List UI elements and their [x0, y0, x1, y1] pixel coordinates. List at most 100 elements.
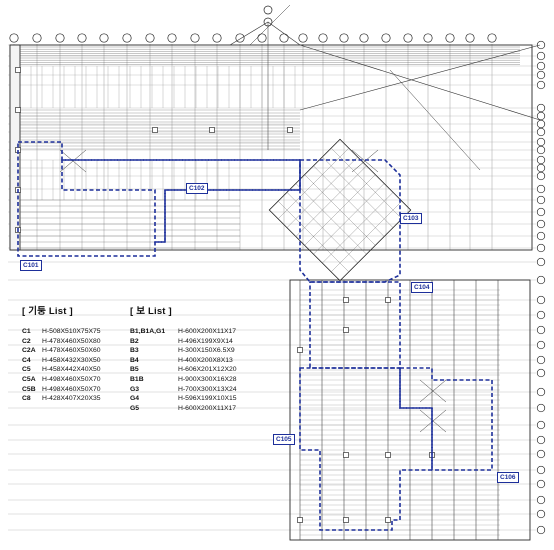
rotated-joist — [295, 183, 367, 255]
grid-bubble — [536, 340, 546, 350]
column-list-code: C5A — [22, 375, 36, 383]
column-list-code: C8 — [22, 395, 31, 403]
grid-bubble — [298, 33, 308, 43]
beam-list-spec: H-496X199X9X14 — [178, 337, 233, 345]
grid-bubble — [536, 465, 546, 475]
grid-bubble — [536, 325, 546, 335]
beam-list-code: G3 — [130, 385, 140, 393]
cross-brace — [419, 379, 447, 403]
grid-bubbles — [9, 5, 546, 535]
column-list-code: C2A — [22, 347, 36, 355]
grid-bubble — [536, 127, 546, 137]
cross-brace — [351, 149, 379, 173]
grid-bubble — [403, 33, 413, 43]
grid-bubble — [536, 163, 546, 173]
column-marker — [209, 127, 215, 133]
beam-list-code: B4 — [130, 356, 139, 364]
zone-boundary-c103 — [299, 159, 401, 283]
column-list-code: C4 — [22, 356, 31, 364]
zone-boundary-c101 — [17, 141, 301, 257]
grid-bubble — [536, 219, 546, 229]
grid-bubble — [536, 243, 546, 253]
grid-bubble — [536, 310, 546, 320]
beam-list-spec: H-606X201X12X20 — [178, 366, 237, 374]
zone-boundaries — [17, 141, 493, 531]
grid-bubble — [536, 509, 546, 519]
column-list-row: C5A H-498X460X50X70 — [22, 375, 101, 385]
grid-bubble — [445, 33, 455, 43]
column-marker — [287, 127, 293, 133]
grid-bubble — [536, 368, 546, 378]
column-marker — [343, 517, 349, 523]
grid-bubble — [536, 495, 546, 505]
column-list-code: C5B — [22, 385, 36, 393]
beam-list-code: B2 — [130, 337, 139, 345]
grid-bubble — [145, 33, 155, 43]
column-list-spec: H-498X460X50X70 — [42, 375, 101, 383]
grid-bubble — [536, 137, 546, 147]
grid-bubble — [318, 33, 328, 43]
column-list-spec: H-498X460X50X70 — [42, 385, 101, 393]
grid-bubble — [257, 33, 267, 43]
column-list-spec: H-508X510X75X75 — [42, 328, 101, 335]
grid-bubble — [536, 355, 546, 365]
zone-label-c103: C103 — [400, 213, 422, 224]
grid-bubble — [263, 5, 273, 15]
column-marker — [343, 452, 349, 458]
grid-bubble — [536, 420, 546, 430]
grid-bubble — [339, 33, 349, 43]
grid-bubble — [487, 33, 497, 43]
column-marker — [152, 127, 158, 133]
column-marker — [343, 297, 349, 303]
column-list-title: [ 기둥 List ] — [22, 306, 73, 317]
grid-bubble — [423, 33, 433, 43]
column-marker — [15, 67, 21, 73]
grid-bubble — [381, 33, 391, 43]
grid-bubble — [536, 479, 546, 489]
grid-bubble — [536, 145, 546, 155]
grid-bubble — [77, 33, 87, 43]
zone-label-c101: C101 — [20, 260, 42, 271]
grid-bubble — [536, 51, 546, 61]
rotated-joist — [313, 183, 385, 255]
grid-bubble — [536, 403, 546, 413]
column-marker — [343, 327, 349, 333]
column-list-code: C1 — [22, 328, 31, 335]
grid-bubble — [536, 70, 546, 80]
grid-bubble — [536, 61, 546, 71]
column-list-spec: H-458X442X40X50 — [42, 366, 101, 374]
grid-bubble — [536, 295, 546, 305]
column-marker — [297, 347, 303, 353]
grid-bubble — [99, 33, 109, 43]
grid-bubble — [536, 275, 546, 285]
spire-leader — [249, 4, 291, 46]
beam-list-title: [ 보 List ] — [130, 306, 172, 317]
beam-list-row: B2 H-496X199X9X14 — [130, 337, 237, 347]
grid-bubble — [536, 231, 546, 241]
grid-bubble — [536, 155, 546, 165]
column-list-spec: H-478X460X50X80 — [42, 337, 101, 345]
grid-bubble — [536, 103, 546, 113]
zone-label-c102: C102 — [186, 183, 208, 194]
zone-label-c104: C104 — [411, 282, 433, 293]
grid-bubble — [359, 33, 369, 43]
structural-framing — [9, 4, 541, 541]
grid-bubble — [536, 525, 546, 535]
grid-bubble — [536, 119, 546, 129]
grid-bubble — [9, 33, 19, 43]
rotated-joist — [304, 174, 376, 246]
grid-bubble — [536, 207, 546, 217]
beam-list-code: B1,B1A,G1 — [130, 328, 166, 335]
column-marker — [297, 517, 303, 523]
grid-bubble — [536, 111, 546, 121]
grid-bubble — [190, 33, 200, 43]
